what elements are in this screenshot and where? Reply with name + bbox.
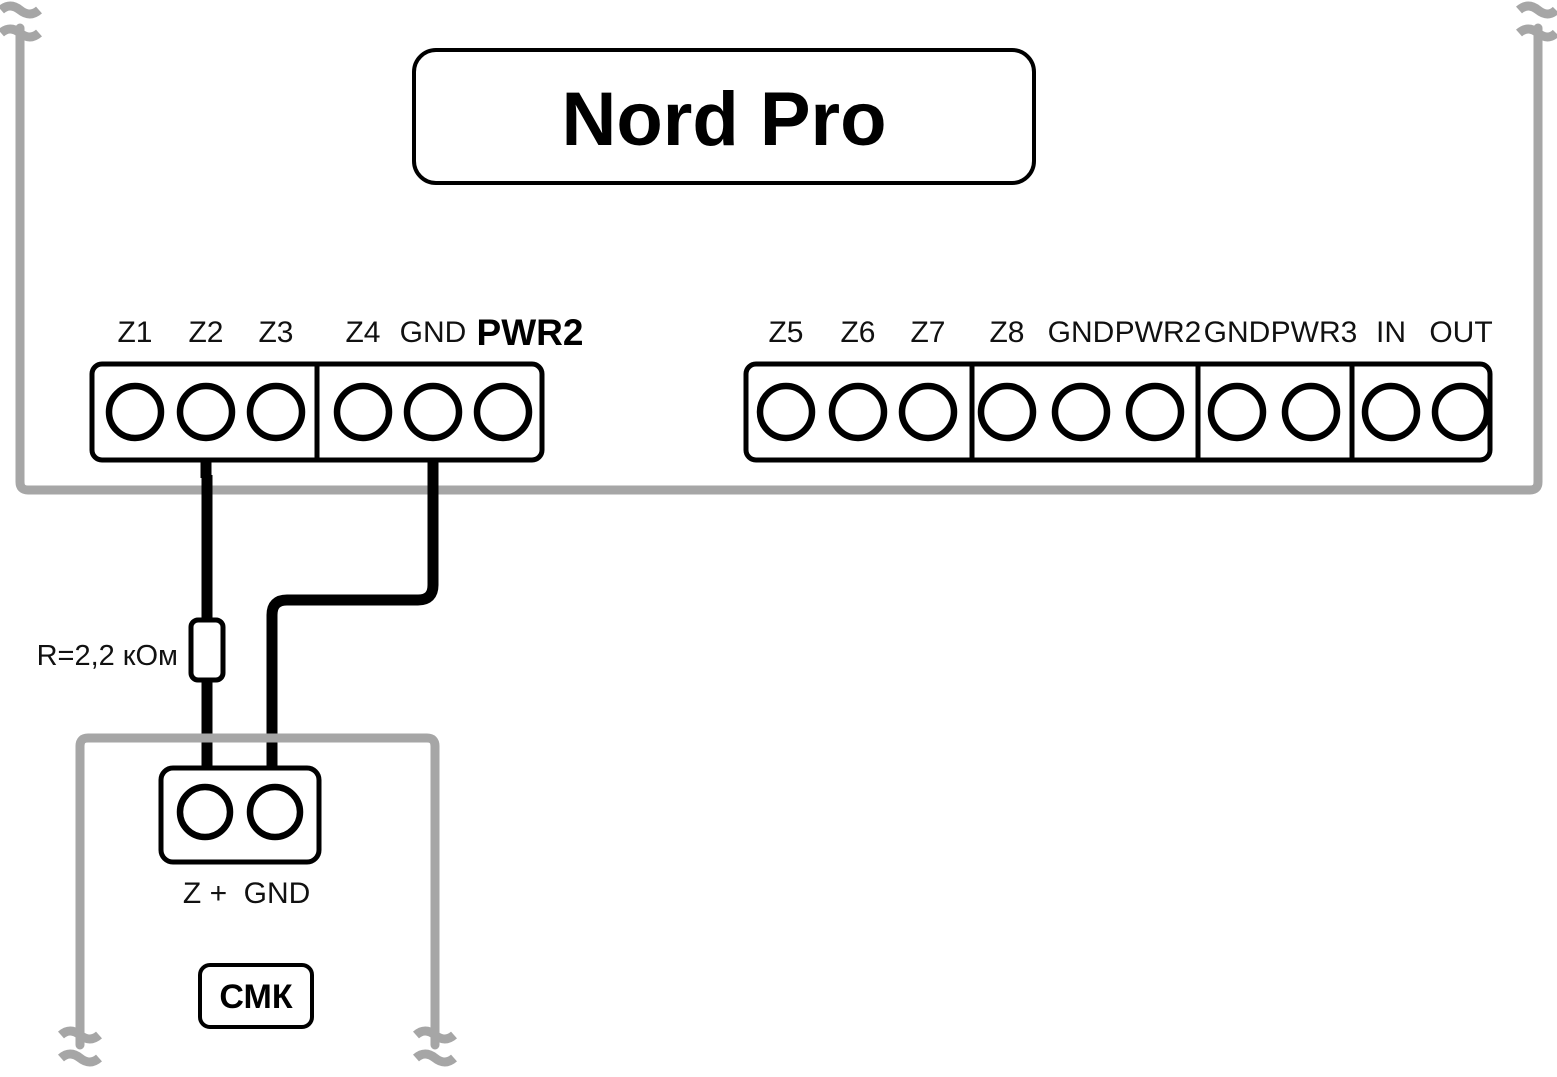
right-terminal-hole-z8[interactable] — [977, 382, 1037, 442]
right-terminal-block: Z5 Z6 Z7 Z8 GND PWR2 GND PWR3 IN OUT — [743, 316, 1493, 463]
sensor-terminal-label-z-plus: Z + — [183, 877, 227, 910]
sensor-terminal-hole-z-plus[interactable] — [176, 783, 234, 841]
wiring-harness — [201, 475, 439, 772]
left-terminal-hole-z3[interactable] — [246, 382, 306, 442]
right-terminal-label-z5: Z5 — [768, 316, 803, 349]
left-terminal-hole-pwr2[interactable] — [473, 382, 533, 442]
left-terminal-hole-z1[interactable] — [105, 382, 165, 442]
sensor-break-bottom-right-icon — [413, 1026, 457, 1067]
right-terminal-label-out: OUT — [1429, 316, 1492, 349]
resistor-value-label: R=2,2 кОм — [37, 640, 178, 672]
wire-gnd-to-sensor — [266, 475, 439, 772]
right-terminal-hole-z6[interactable] — [828, 382, 888, 442]
left-terminal-label-z2: Z2 — [188, 316, 223, 349]
right-terminal-label-z7: Z7 — [910, 316, 945, 349]
sensor-terminal-block: Z + GND — [158, 765, 322, 910]
device-title-box: Nord Pro — [412, 48, 1036, 185]
right-terminal-label-in: IN — [1376, 316, 1406, 349]
left-terminal-label-gnd: GND — [400, 316, 467, 349]
right-terminal-label-pwr3: PWR3 — [1271, 316, 1358, 349]
sensor-enclosure-outline — [58, 733, 457, 1067]
right-terminal-hole-z7[interactable] — [898, 382, 958, 442]
right-terminal-label-z8: Z8 — [989, 316, 1024, 349]
left-terminal-label-z3: Z3 — [258, 316, 293, 349]
left-terminal-hole-z4[interactable] — [333, 382, 393, 442]
left-terminal-label-pwr2: PWR2 — [477, 312, 584, 353]
sensor-terminal-label-gnd: GND — [244, 877, 311, 910]
sensor-terminal-hole-gnd[interactable] — [246, 783, 304, 841]
panel-break-top-left-icon — [0, 1, 42, 42]
panel-border-path — [15, 23, 1543, 495]
right-terminal-hole-in[interactable] — [1361, 382, 1421, 442]
sensor-enclosure-path — [75, 733, 440, 1050]
left-terminal-hole-z2[interactable] — [176, 382, 236, 442]
right-terminal-hole-z5[interactable] — [756, 382, 816, 442]
sensor-break-bottom-left-icon — [58, 1026, 102, 1067]
right-terminal-label-gnd-2: GND — [1048, 316, 1115, 349]
smk-device-label: СМК — [219, 978, 292, 1016]
left-terminal-block: Z1 Z2 Z3 Z4 GND PWR2 — [89, 312, 584, 478]
smk-device-box: СМК — [198, 963, 314, 1029]
right-terminal-label-z6: Z6 — [840, 316, 875, 349]
right-terminal-hole-pwr3[interactable] — [1281, 382, 1341, 442]
device-title-label: Nord Pro — [561, 77, 886, 162]
right-terminal-hole-gnd-3[interactable] — [1207, 382, 1267, 442]
controller-panel-outline — [0, 1, 1557, 495]
resistor-symbol: R=2,2 кОм — [37, 617, 226, 683]
panel-break-top-right-icon — [1516, 1, 1557, 42]
smk-device-box-rect — [198, 963, 314, 1029]
right-terminal-hole-gnd-2[interactable] — [1051, 382, 1111, 442]
device-title-box-rect — [412, 48, 1036, 185]
right-terminal-hole-pwr2[interactable] — [1125, 382, 1185, 442]
left-terminal-hole-gnd[interactable] — [403, 382, 463, 442]
right-terminal-hole-out[interactable] — [1431, 382, 1491, 442]
right-terminal-label-pwr2: PWR2 — [1115, 316, 1202, 349]
left-terminal-label-z1: Z1 — [117, 316, 152, 349]
right-terminal-label-gnd-3: GND — [1204, 316, 1271, 349]
left-terminal-label-z4: Z4 — [345, 316, 380, 349]
resistor-body — [188, 617, 226, 683]
